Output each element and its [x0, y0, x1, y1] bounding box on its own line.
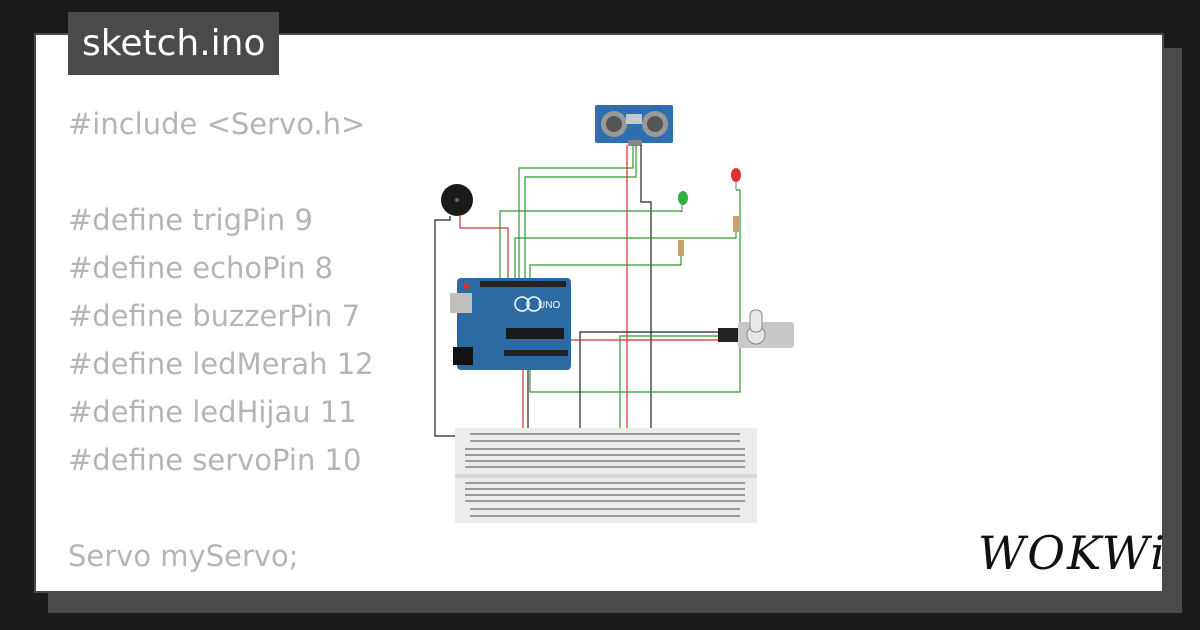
arduino-uno: UNO [450, 278, 571, 370]
code-line [68, 148, 374, 196]
wires [434, 145, 741, 437]
file-title-tab: sketch.ino [68, 12, 280, 75]
code-preview: #include <Servo.h> #define trigPin 9 #de… [68, 100, 374, 580]
servo-motor [718, 309, 794, 348]
code-line: #define ledMerah 12 [68, 347, 374, 381]
red-led [731, 168, 741, 232]
code-line: #define echoPin 8 [68, 251, 334, 285]
arduino-label: UNO [538, 300, 560, 311]
breadboard [455, 428, 757, 523]
code-line: #define servoPin 10 [68, 443, 362, 477]
circuit-diagram: UNO [434, 105, 794, 523]
buzzer [441, 184, 473, 216]
code-line: #define buzzerPin 7 [68, 299, 361, 333]
ultrasonic-sensor [595, 105, 673, 146]
green-led [678, 191, 688, 256]
code-line [68, 484, 374, 532]
wokwi-logo: WOKWi [978, 526, 1167, 580]
code-line: #define ledHijau 11 [68, 395, 357, 429]
code-line: #include <Servo.h> [68, 107, 366, 141]
code-line: Servo myServo; [68, 539, 299, 573]
code-line: #define trigPin 9 [68, 203, 313, 237]
